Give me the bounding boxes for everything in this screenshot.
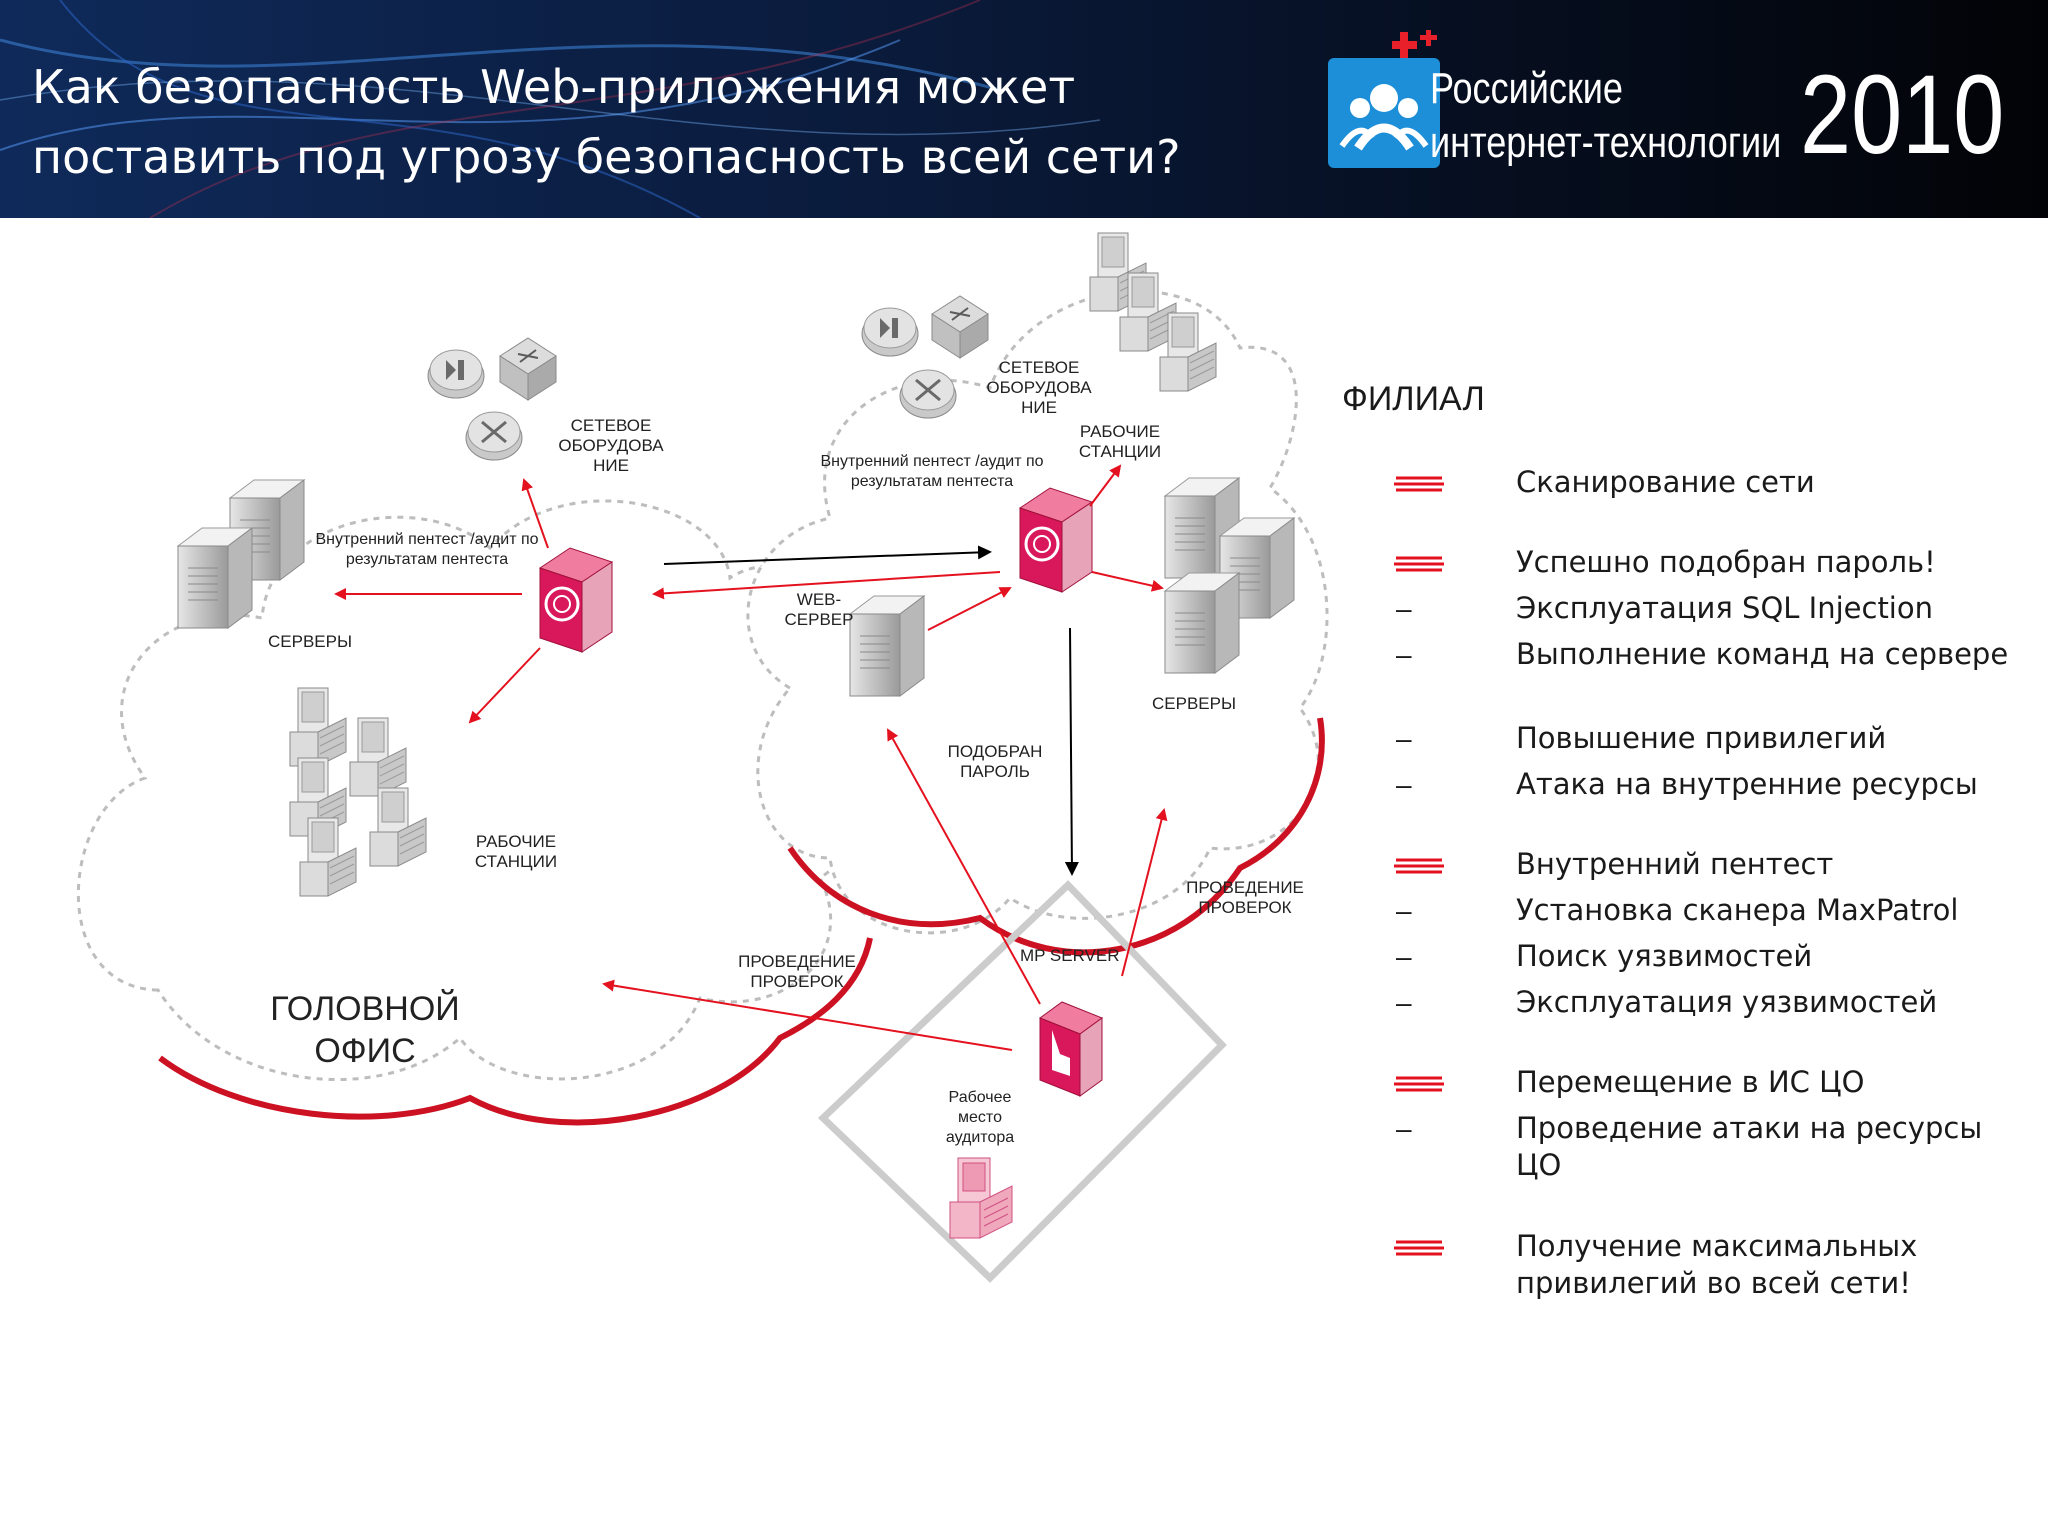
red-stripes-icon	[1394, 476, 1444, 492]
router-icon	[861, 307, 919, 357]
auditor-label: Рабочее место аудитора	[945, 1089, 1015, 1146]
brand-name: Российские интернет-технологии	[1430, 62, 1781, 170]
dash-icon: –	[1396, 593, 1412, 624]
legend-text: Успешно подобран пароль!	[1516, 545, 1936, 579]
dash-icon: –	[1396, 723, 1412, 754]
web-server-icon	[849, 595, 925, 697]
router-icon	[427, 349, 485, 399]
plus-icon	[1392, 30, 1437, 58]
arrow	[468, 647, 541, 724]
dash-icon: –	[1396, 769, 1412, 800]
legend-text: Эксплуатация уязвимостей	[1516, 985, 1938, 1019]
branch-pentest-label: Внутренний пентест /аудит по результатам…	[820, 453, 1044, 490]
switch-icon	[931, 295, 989, 359]
legend-text: Получение максимальных привилегий во все…	[1516, 1229, 1918, 1300]
dash-icon: –	[1396, 987, 1412, 1018]
legend-text: Внутренний пентест	[1516, 847, 1834, 881]
arrow	[652, 571, 1001, 600]
brand-line-2: интернет-технологии	[1430, 118, 1782, 167]
branch-workstations-label: РАБОЧИЕ СТАНЦИИ	[1078, 422, 1162, 461]
branch-network-label: СЕТЕВОЕ ОБОРУДОВА НИЕ	[986, 358, 1092, 417]
auditor-workstation-icon	[949, 1157, 1013, 1239]
head-workstations-label: РАБОЧИЕ СТАНЦИИ	[474, 832, 558, 871]
scanner-icon	[538, 546, 614, 654]
legend-text: Выполнение команд на сервере	[1516, 637, 2009, 671]
red-stripes-icon	[1394, 858, 1444, 874]
switch-icon	[499, 337, 557, 401]
server-icon	[1164, 572, 1240, 674]
brand-line-1: Российские	[1430, 64, 1623, 113]
page-title: Как безопасность Web-приложения может по…	[32, 60, 1181, 184]
head-office-title: ГОЛОВНОЙ ОФИС	[270, 990, 460, 1070]
branch-cloud	[746, 290, 1329, 956]
arrow	[1091, 571, 1164, 592]
scanner-icon	[1018, 486, 1094, 594]
legend-text: Эксплуатация SQL Injection	[1516, 591, 1933, 625]
head-network-label: СЕТЕВОЕ ОБОРУДОВА НИЕ	[558, 416, 664, 475]
arrow	[1089, 464, 1122, 507]
event-year: 2010	[1800, 52, 2005, 177]
head-office-cloud	[76, 499, 880, 1126]
auditor-zone	[817, 880, 1227, 1283]
checks-label-right: ПРОВЕДЕНИЕ ПРОВЕРОК	[1186, 878, 1304, 917]
dash-icon: –	[1396, 1113, 1412, 1144]
mp-server-label: MP SERVER	[1020, 946, 1120, 965]
arrow	[521, 478, 549, 549]
head-pentest-label: Внутренний пентест /аудит по результатам…	[315, 531, 539, 568]
header-background	[0, 0, 2048, 218]
head-servers-label: СЕРВЕРЫ	[268, 632, 353, 651]
arrow	[1121, 808, 1168, 977]
hub-icon	[464, 410, 524, 462]
branch-title: ФИЛИАЛ	[1342, 380, 1485, 418]
arrow	[887, 728, 1041, 1005]
server-icon	[177, 527, 253, 629]
hub-icon	[898, 368, 958, 420]
legend-text: Перемещение в ИС ЦО	[1516, 1065, 1865, 1099]
legend-text: Поиск уязвимостей	[1516, 939, 1813, 973]
legend-text: Атака на внутренние ресурсы	[1516, 767, 1978, 801]
red-stripes-icon	[1394, 1240, 1444, 1256]
legend-text: Сканирование сети	[1516, 465, 1815, 499]
dash-icon: –	[1396, 895, 1412, 926]
password-label: ПОДОБРАН ПАРОЛЬ	[947, 742, 1043, 781]
arrow	[663, 545, 992, 565]
arrow	[1064, 627, 1079, 876]
network-diagram	[76, 232, 1329, 1283]
legend-text: Повышение привилегий	[1516, 721, 1887, 755]
arrow	[602, 979, 1013, 1051]
mp-server-icon	[1038, 1001, 1104, 1097]
checks-label-left: ПРОВЕДЕНИЕ ПРОВЕРОК	[738, 952, 856, 991]
web-server-label: WEB- СЕРВЕР	[784, 590, 854, 629]
arrow	[927, 587, 1012, 631]
red-stripes-icon	[1394, 1076, 1444, 1092]
logo-icon	[1328, 58, 1440, 168]
dash-icon: –	[1396, 639, 1412, 670]
header-banner: Как безопасность Web-приложения может по…	[0, 0, 2048, 218]
dash-icon: –	[1396, 941, 1412, 972]
branch-servers-label: СЕРВЕРЫ	[1152, 694, 1237, 713]
legend-text: Проведение атаки на ресурсы ЦО	[1516, 1111, 1983, 1182]
legend-text: Установка сканера MaxPatrol	[1516, 893, 1959, 927]
red-stripes-icon	[1394, 556, 1444, 572]
